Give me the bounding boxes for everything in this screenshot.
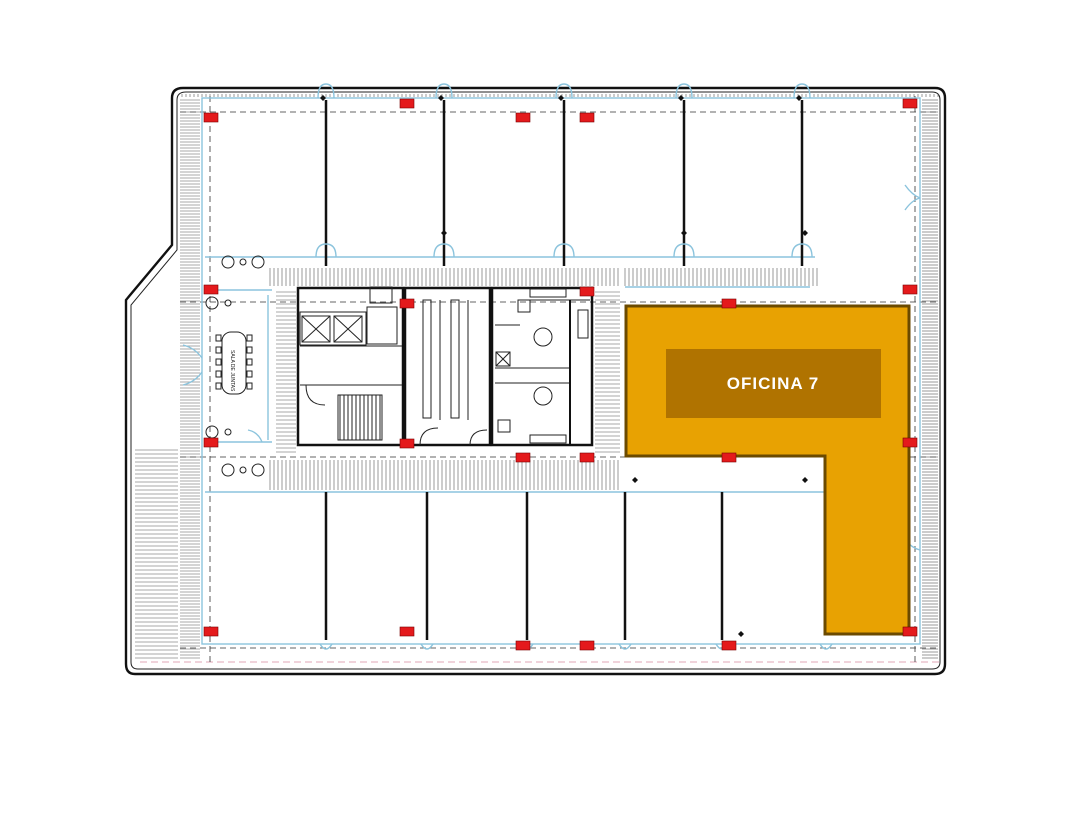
structural-column	[399, 298, 415, 309]
structural-column	[579, 286, 595, 297]
structural-column	[902, 626, 918, 637]
facade-door	[618, 643, 632, 650]
chair	[246, 370, 253, 378]
axis-marker	[681, 230, 687, 236]
structural-column	[902, 437, 918, 448]
structural-column	[399, 98, 415, 109]
office-7-unit[interactable]: OFICINA 7	[624, 304, 911, 636]
building-outline	[124, 86, 947, 676]
perimeter-louvers	[135, 94, 939, 659]
structural-column	[203, 626, 219, 637]
axis-marker	[738, 631, 744, 637]
door-swing	[801, 243, 813, 258]
restrooms	[495, 288, 590, 445]
door-swing	[553, 243, 565, 258]
facade-door	[435, 83, 453, 99]
structural-column	[579, 112, 595, 123]
elevators	[299, 311, 367, 346]
chair	[215, 334, 222, 342]
structural-column	[902, 284, 918, 295]
stairs	[337, 394, 383, 441]
structural-column	[515, 640, 531, 651]
door-swing	[433, 243, 445, 258]
chair	[246, 346, 253, 354]
structural-column	[399, 438, 415, 449]
structural-column	[579, 452, 595, 463]
office-partitions	[315, 83, 833, 650]
door-swing	[563, 243, 575, 258]
structural-column	[515, 112, 531, 123]
axis-marker	[802, 477, 808, 483]
facade-door	[675, 83, 693, 99]
structural-column	[203, 437, 219, 448]
structural-column	[203, 284, 219, 295]
axis-marker	[678, 95, 684, 101]
axis-marker	[558, 95, 564, 101]
structural-column	[721, 640, 737, 651]
chair	[215, 346, 222, 354]
chair	[246, 382, 253, 390]
office-7-label: OFICINA 7	[727, 374, 819, 393]
storage-racks	[419, 299, 488, 446]
axis-marker	[320, 95, 326, 101]
structural-column	[579, 640, 595, 651]
facade-door	[317, 83, 335, 99]
stair-outline	[337, 394, 383, 441]
structural-column	[721, 298, 737, 309]
chair	[246, 358, 253, 366]
structural-column	[721, 452, 737, 463]
facade-door	[420, 643, 434, 650]
structural-columns	[203, 98, 918, 651]
door-swing	[443, 243, 455, 258]
door-swing	[673, 243, 685, 258]
structural-column	[399, 626, 415, 637]
door-swing	[683, 243, 695, 258]
chair	[246, 334, 253, 342]
meeting-room-label: SALA DE JUNTAS	[229, 350, 235, 392]
door-swing	[325, 243, 337, 258]
axis-marker	[802, 230, 808, 236]
structural-column	[203, 112, 219, 123]
chair	[215, 370, 222, 378]
axis-marker	[796, 95, 802, 101]
door-swing	[315, 243, 327, 258]
door-swing	[791, 243, 803, 258]
facade-door	[555, 83, 573, 99]
office-7-label-box	[666, 349, 881, 418]
facade-door	[793, 83, 811, 99]
facade-door	[819, 643, 833, 650]
axis-marker	[438, 95, 444, 101]
building-core	[296, 286, 594, 447]
axis-marker	[441, 230, 447, 236]
facade-door	[319, 643, 333, 650]
meeting-room: SALA DE JUNTAS	[205, 255, 265, 477]
chair	[215, 358, 222, 366]
facade-markers	[320, 95, 808, 637]
chair	[215, 382, 222, 390]
axis-marker	[632, 477, 638, 483]
structural-column	[902, 98, 918, 109]
structural-column	[515, 452, 531, 463]
